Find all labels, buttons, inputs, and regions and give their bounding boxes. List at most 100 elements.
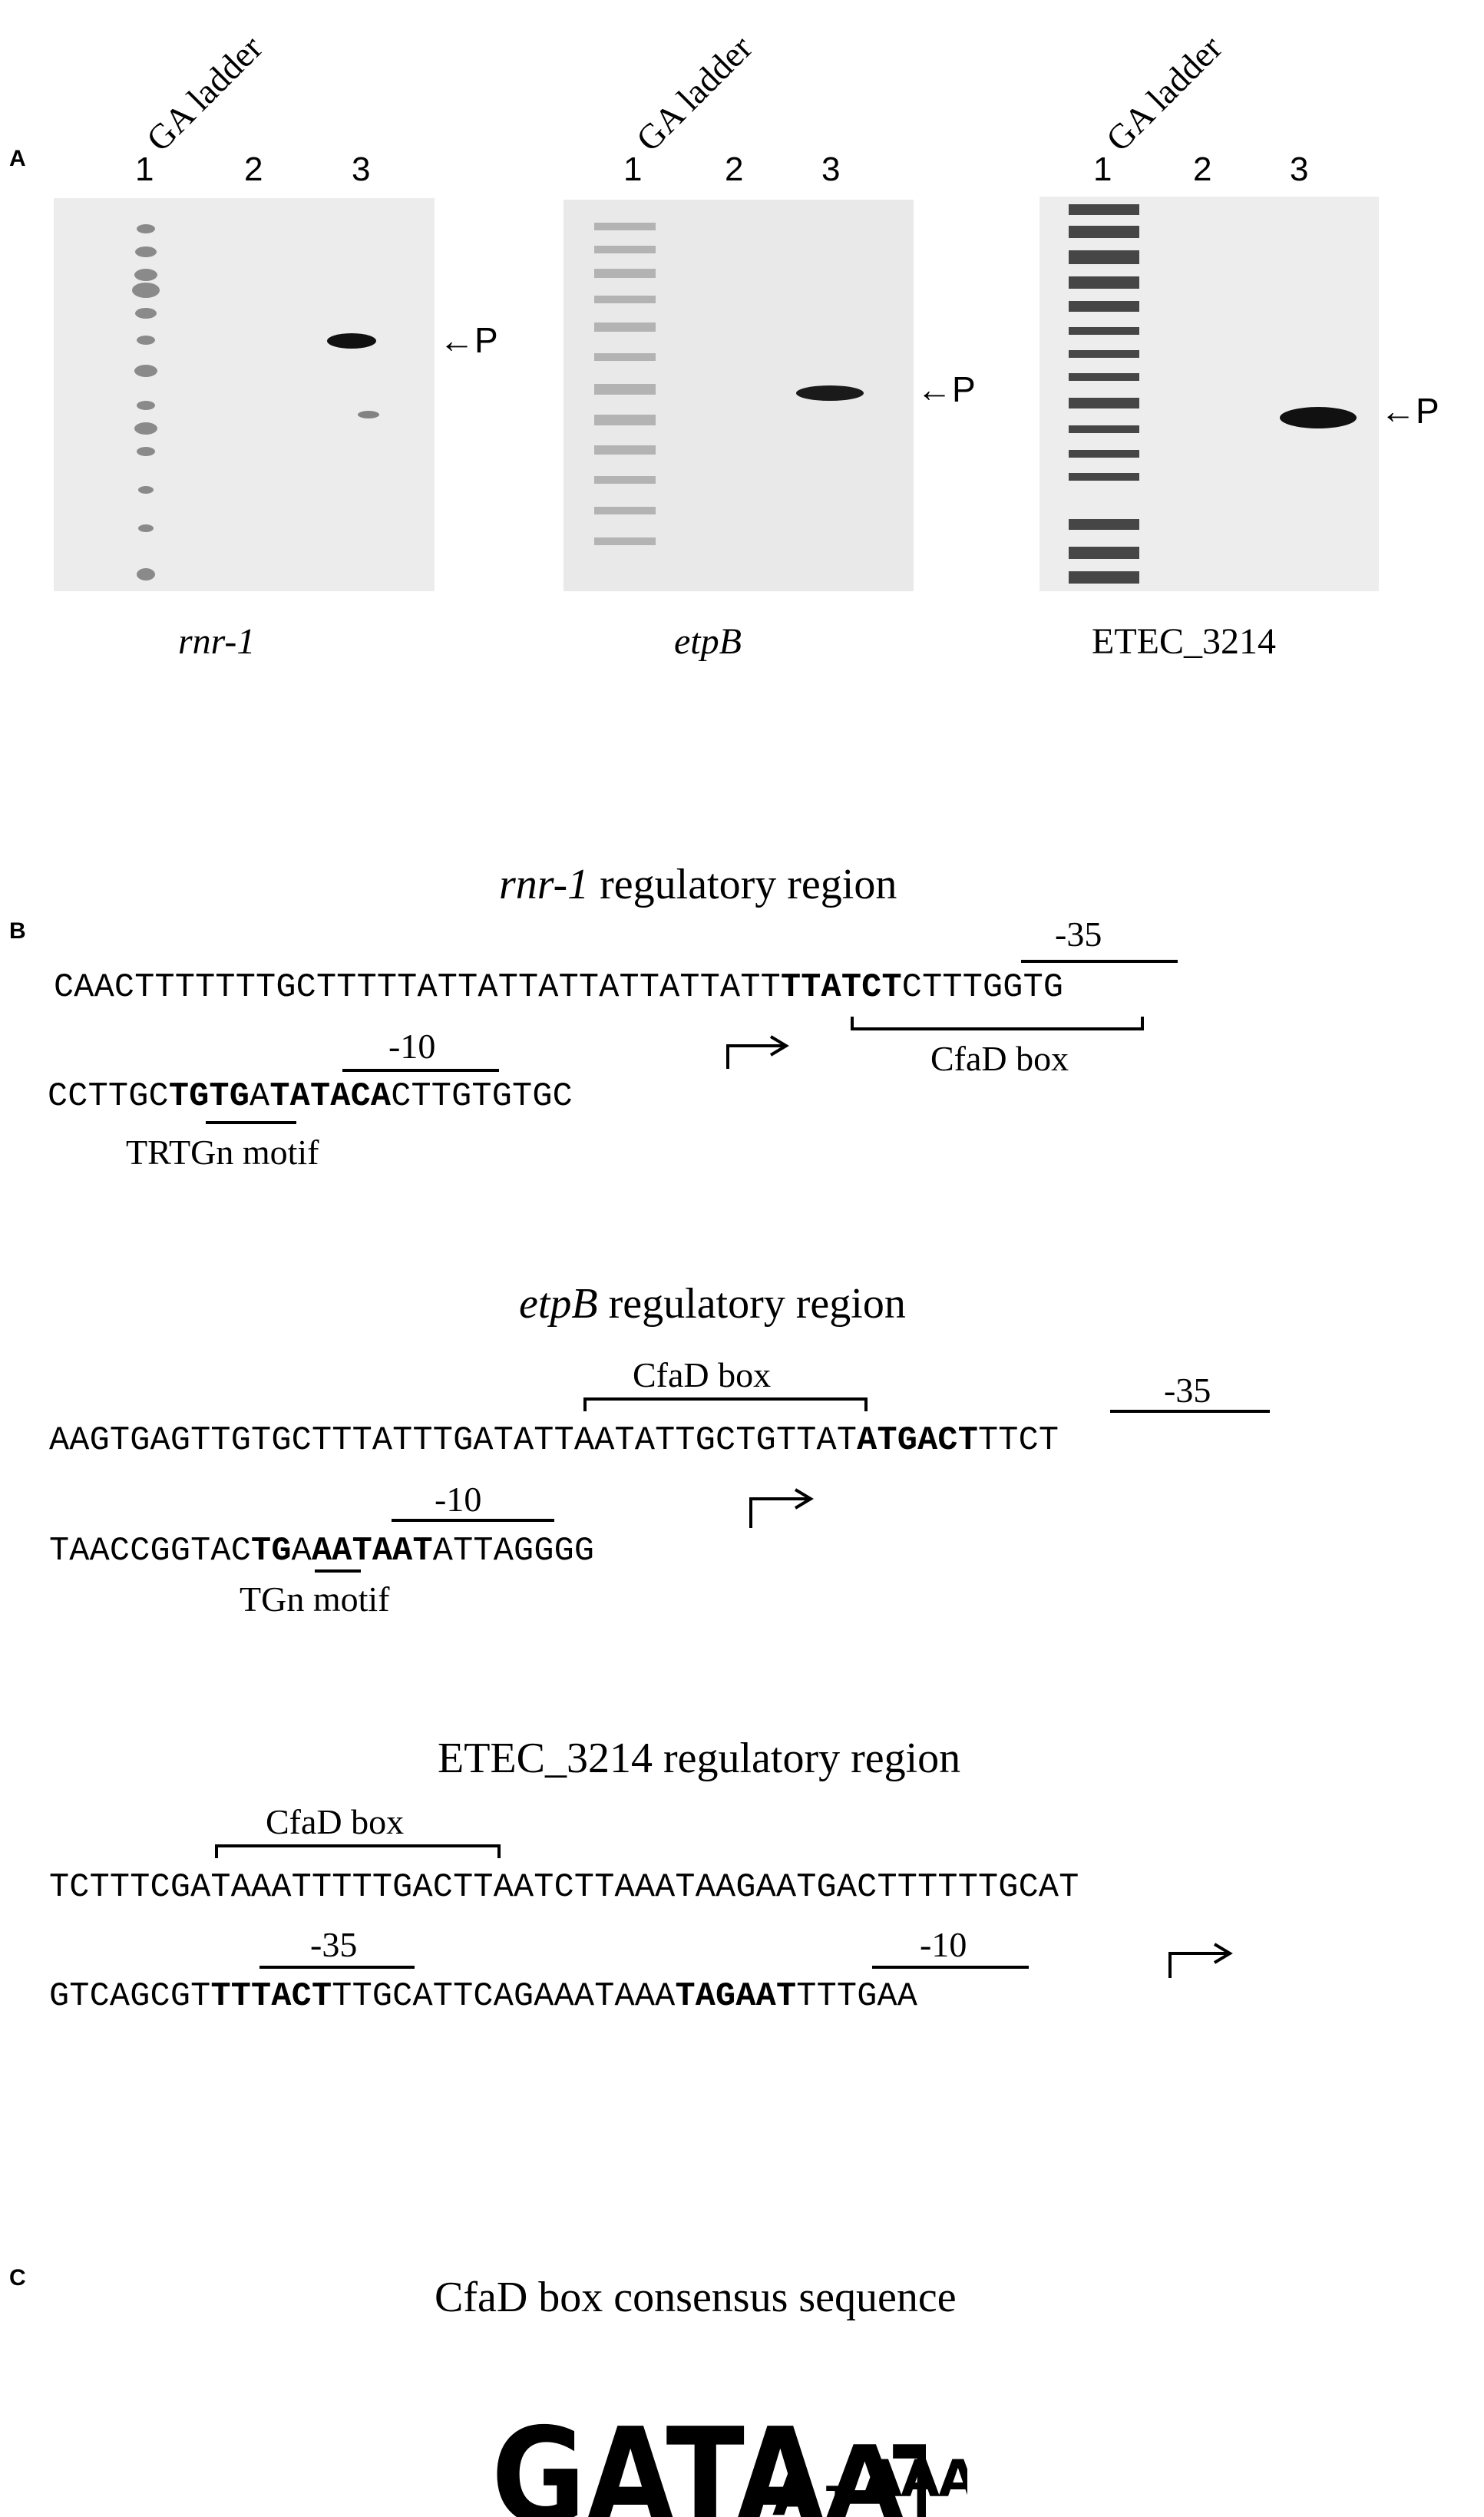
etec-minus35-label: -35 [310,1925,358,1964]
rnr1-seq-line2: CCTTGCTGTGATATACACTTGTGTGC [48,1078,573,1116]
rnr1-l1-c: CTTTGGTG [901,969,1064,1007]
rnr1-gene-name: rnr-1 [499,861,590,908]
left-arrow-icon: ← [1380,391,1416,431]
logo-letter-4: A [735,2419,825,2517]
gel2-product-label: P [952,369,976,409]
gel2-image [564,200,914,591]
gel3-product-label: P [1416,391,1439,431]
logo-letter-8: A [901,2449,940,2509]
etpb-seq-line2: TAACCGGTACTGAAATAATATTAGGGG [49,1533,594,1570]
etpb-l2-a: TAACCGGTAC [49,1533,252,1570]
gel1-lane-3: 3 [352,150,371,188]
etpb-region-title: etpB regulatory region [519,1279,906,1328]
etec-l1-a: TCTTTCGATAAATTTTTGACTTAATCTTAAATAAGAATGA… [49,1869,1079,1907]
etpb-l1-c: TTCT [978,1422,1059,1460]
etpb-seq-line1: AAGTGAGTTGTGCTTTATTTGATATTAATATTGCTGTTAT… [49,1422,1059,1460]
rnr1-minus10-label: -10 [388,1027,436,1066]
rnr1-l2-a: CCTTGC [48,1078,169,1116]
gel1-product-band [327,333,376,349]
rnr1-motif-label: TRTGn motif [126,1133,319,1172]
logo-letter-10: A [826,2439,896,2517]
rnr1-cfad-box-label: CfaD box [930,1039,1069,1078]
gel3-lane-2: 2 [1193,150,1212,188]
logo-letter-3: T [666,2419,736,2517]
rnr1-l2-motif: TGTG [168,1078,250,1116]
panel-b-label: B [9,918,26,944]
etpb-l2-c: A [291,1533,312,1570]
etec-tss-arrow-icon [1168,1952,1227,1978]
gel3-product-marker: ←P [1380,390,1439,432]
etpb-l2-motif: TG [251,1533,292,1570]
etpb-minus35-label: -35 [1164,1371,1211,1410]
gel3-lane-1: 1 [1093,150,1112,188]
gel3-lane-3: 3 [1290,150,1309,188]
logo-pos5: A [772,2463,820,2517]
etec-title-suffix: regulatory region [652,1735,961,1782]
etec-seq-line2: GTCAGCGTTTTACTTTGCATTCAGAAATAAATAGAATTTT… [49,1978,917,2016]
etpb-title-suffix: regulatory region [597,1280,906,1328]
panel-c-label: C [9,2265,26,2290]
gel2-ladder-bands [594,223,656,545]
gel1-lane-1: 1 [135,150,154,188]
gel2-product-marker: ←P [917,369,976,410]
etec-l2-a: GTCAGCGT [49,1978,211,2016]
cfad-sequence-logo: GATA A T AAA [491,2419,967,2517]
rnr1-region-title: rnr-1 regulatory region [499,860,897,909]
gel3-product-band [1280,407,1357,428]
logo-letter-7: A [863,2449,902,2509]
gel1-product-label: P [474,320,498,360]
etpb-l2-e: ATTAGGGG [432,1533,595,1570]
logo-letter-2: A [586,2419,666,2517]
rnr1-l2-minus10: TATACA [269,1078,392,1116]
logo-letter-5: A [772,2458,820,2517]
gel1-lane-2: 2 [244,150,263,188]
gel1-image [54,198,435,591]
rnr1-seq-line1: CAACTTTTTTTGCTTTTTATTATTATTATTATTATTTTAT… [54,969,1063,1007]
logo-pos7-9: AAA [863,2454,967,2505]
rnr1-l1-a: CAACTTTTTTTGCTTTTTATTATTATTATTATTATT [54,969,781,1007]
logo-main-letters: GATA [491,2419,825,2517]
panel-a-label: A [9,146,26,171]
etec-l2-minus35: TTTACT [210,1978,332,2016]
left-arrow-icon: ← [917,369,952,409]
rnr1-tss-arrow-icon [726,1044,783,1069]
etpb-tss-arrow-icon [749,1497,808,1528]
etpb-motif-label: TGn motif [240,1579,390,1619]
gel1-caption: rnr-1 [178,621,256,662]
logo-pos6: T [826,2482,850,2517]
logo-letter-9: A [938,2449,967,2509]
rnr1-l1-minus35: TTATCT [780,969,902,1007]
etec-gene-name: ETEC_3214 [438,1735,653,1782]
etec-l2-e: TTTGAA [796,1978,918,2016]
gel1-ladder-bands [132,224,160,580]
gel2-lane-3: 3 [821,150,841,188]
logo-tail: AT [826,2439,926,2517]
rnr1-minus35-label: -35 [1055,915,1102,954]
etpb-l1-a: AAGTGAGTTGTGCTTTATTTGATATTAATATTGCTGTTAT [49,1422,858,1460]
logo-letter-11: T [893,2439,926,2517]
gel3-caption: ETEC_3214 [1092,621,1276,662]
gel2-product-band [796,385,864,401]
gel3-image [1039,197,1379,591]
gel1-product-marker: ←P [439,319,498,361]
etpb-l2-minus10: AATAAT [311,1533,433,1570]
gel3-ladder-bands [1069,204,1139,584]
gel2-caption: etpB [674,621,742,662]
etpb-gene-name: etpB [519,1280,598,1328]
logo-pos10-11: AT [826,2439,926,2517]
left-arrow-icon: ← [439,320,474,360]
etec-cfad-bracket [215,1844,501,1858]
etpb-l1-minus35: ATGACT [857,1422,978,1460]
rnr1-cfad-bracket [851,1017,1144,1030]
gel2-lane-1: 1 [623,150,643,188]
rnr1-title-suffix: regulatory region [589,861,897,908]
etec-l2-minus10: TAGAAT [675,1978,797,2016]
rnr1-l2-e: CTTGTGTGC [391,1078,573,1116]
etpb-cfad-bracket [583,1397,868,1411]
gel2-lane-2: 2 [725,150,744,188]
gel1-minor-band [358,411,379,418]
etec-minus10-label: -10 [920,1925,967,1964]
etpb-cfad-box-label: CfaD box [633,1355,772,1394]
etec-seq-line1: TCTTTCGATAAATTTTTGACTTAATCTTAAATAAGAATGA… [49,1869,1079,1907]
